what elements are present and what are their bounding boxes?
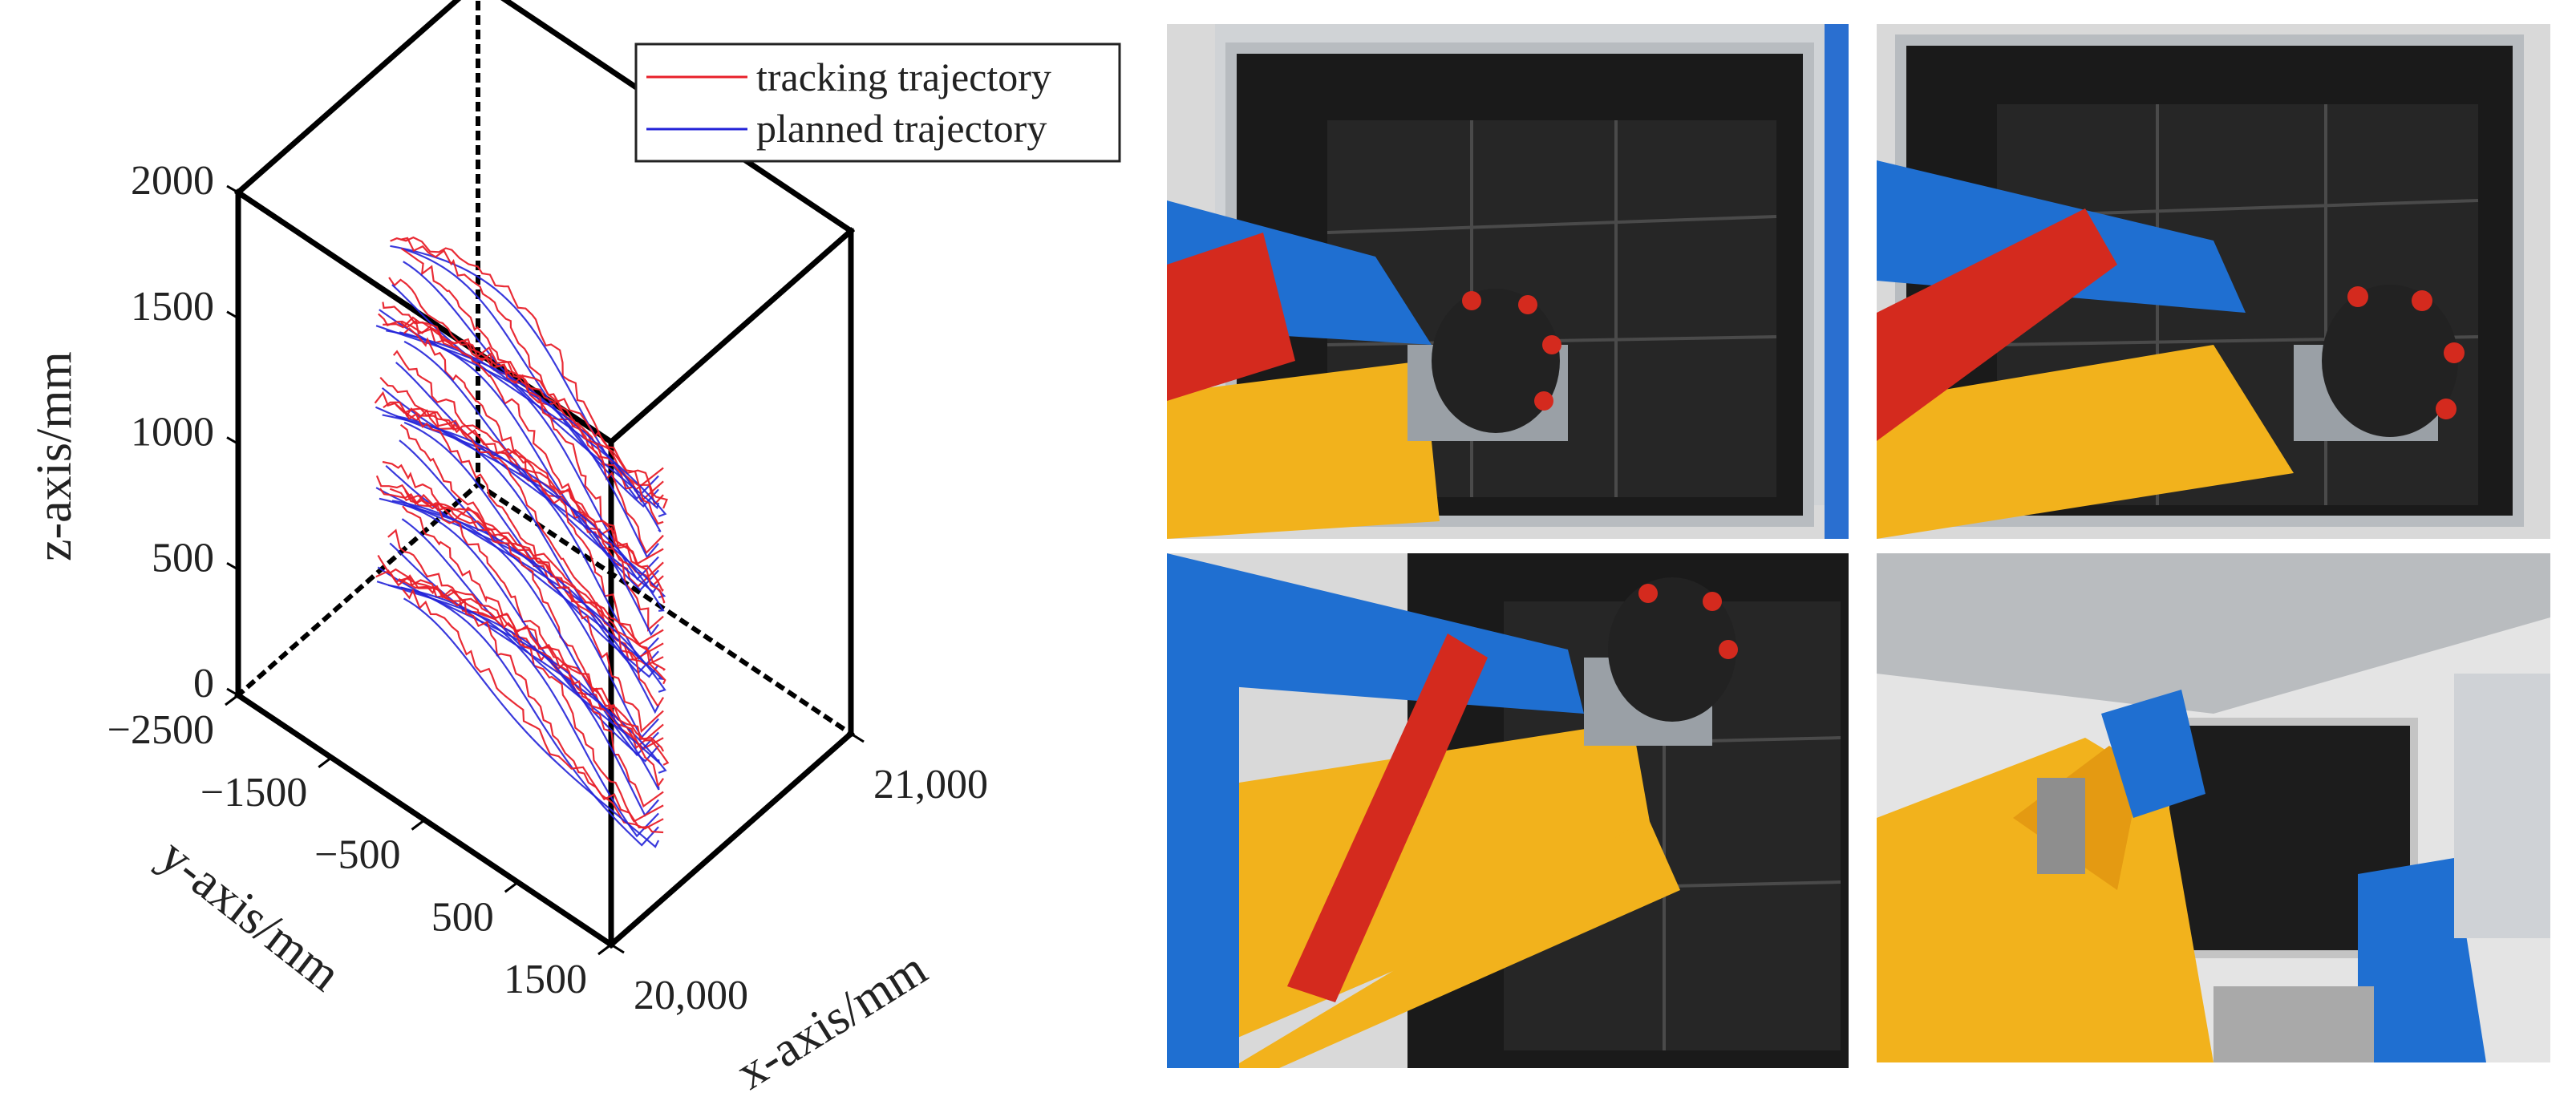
planned-trajectory-pass [391,284,667,518]
planned-trajectory-pass [403,597,660,848]
y-tick-label: −2500 [107,707,214,753]
x-tick-label: 20,000 [634,973,748,1018]
y-tick [225,694,239,706]
tracking-trajectory-pass [387,528,670,766]
y-tick [318,756,333,768]
z-tick-label: 500 [152,535,214,581]
tracking-trajectory-pass [390,236,664,492]
box-edge-hidden [474,480,855,738]
tracking-trajectory-pass [383,401,664,646]
legend-label-tracking: tracking trajectory [756,55,1051,99]
planned-trajectory-pass [375,325,659,559]
y-tick [597,943,612,956]
z-tick [226,436,239,445]
planned-trajectory-pass [375,406,659,637]
legend-label-planned: planned trajectory [756,106,1047,151]
y-tick [411,819,426,831]
tracking-trajectory-pass [374,391,664,632]
legend-box [634,42,1121,163]
planned-trajectory-pass [379,497,659,739]
tracking-trajectory-pass [392,350,664,593]
tracking-trajectory-pass [377,554,665,788]
planned-trajectory-pass [395,362,666,599]
planned-trajectory-pass [403,504,659,763]
x-tick [850,732,865,743]
z-tick-label: 1000 [131,410,214,455]
z-tick-label: 0 [193,661,214,706]
photo-top-right [1877,24,2550,539]
tracking-trajectory-pass [400,237,664,503]
planned-trajectory-pass [399,331,659,592]
tracking-trajectory-pass [387,569,664,823]
y-tick-label: −1500 [200,770,307,816]
planned-trajectory-pass [402,248,659,508]
box-edge-hidden [234,480,482,699]
box-edge [607,227,855,446]
legend: tracking trajectory planned trajectory [634,42,1121,163]
box-edge [234,0,462,196]
tracking-trajectory-pass [395,404,664,661]
y-tick-label: −500 [314,832,400,878]
tracking-trajectory-pass [379,488,664,734]
tracking-trajectory-pass [402,588,664,834]
planned-trajectory-pass [386,330,659,581]
photo-bottom-left [1167,553,1849,1068]
planned-trajectory-pass [390,245,659,500]
trajectory-lines [374,236,670,848]
z-tick-label: 2000 [131,158,214,204]
z-tick [226,561,239,571]
tracking-trajectory-pass [400,248,664,507]
planned-trajectory-pass [399,439,665,681]
planned-trajectory-pass [400,586,659,847]
box-edge [607,730,855,949]
x-tick-label: 21,000 [873,762,988,807]
photo-bottom-right [1877,553,2550,1062]
z-tick [226,184,239,194]
planned-trajectory-pass [379,309,662,532]
z-tick-label: 1500 [131,284,214,330]
y-tick-label: 500 [431,894,494,940]
y-tick-label: 1500 [504,957,587,1002]
photo-top-left [1167,24,1849,539]
y-tick [504,881,519,893]
z-axis-label: z-axis/mm [27,351,82,561]
z-tick [226,310,239,320]
z-tick [226,687,239,697]
planned-trajectory-pass [387,584,659,838]
tracking-trajectory-pass [378,313,664,555]
x-axis-label: x-axis/mm [727,941,936,1100]
x-tick [610,943,625,954]
planned-trajectory-pass [403,421,659,678]
tracking-trajectory-pass [389,488,664,750]
